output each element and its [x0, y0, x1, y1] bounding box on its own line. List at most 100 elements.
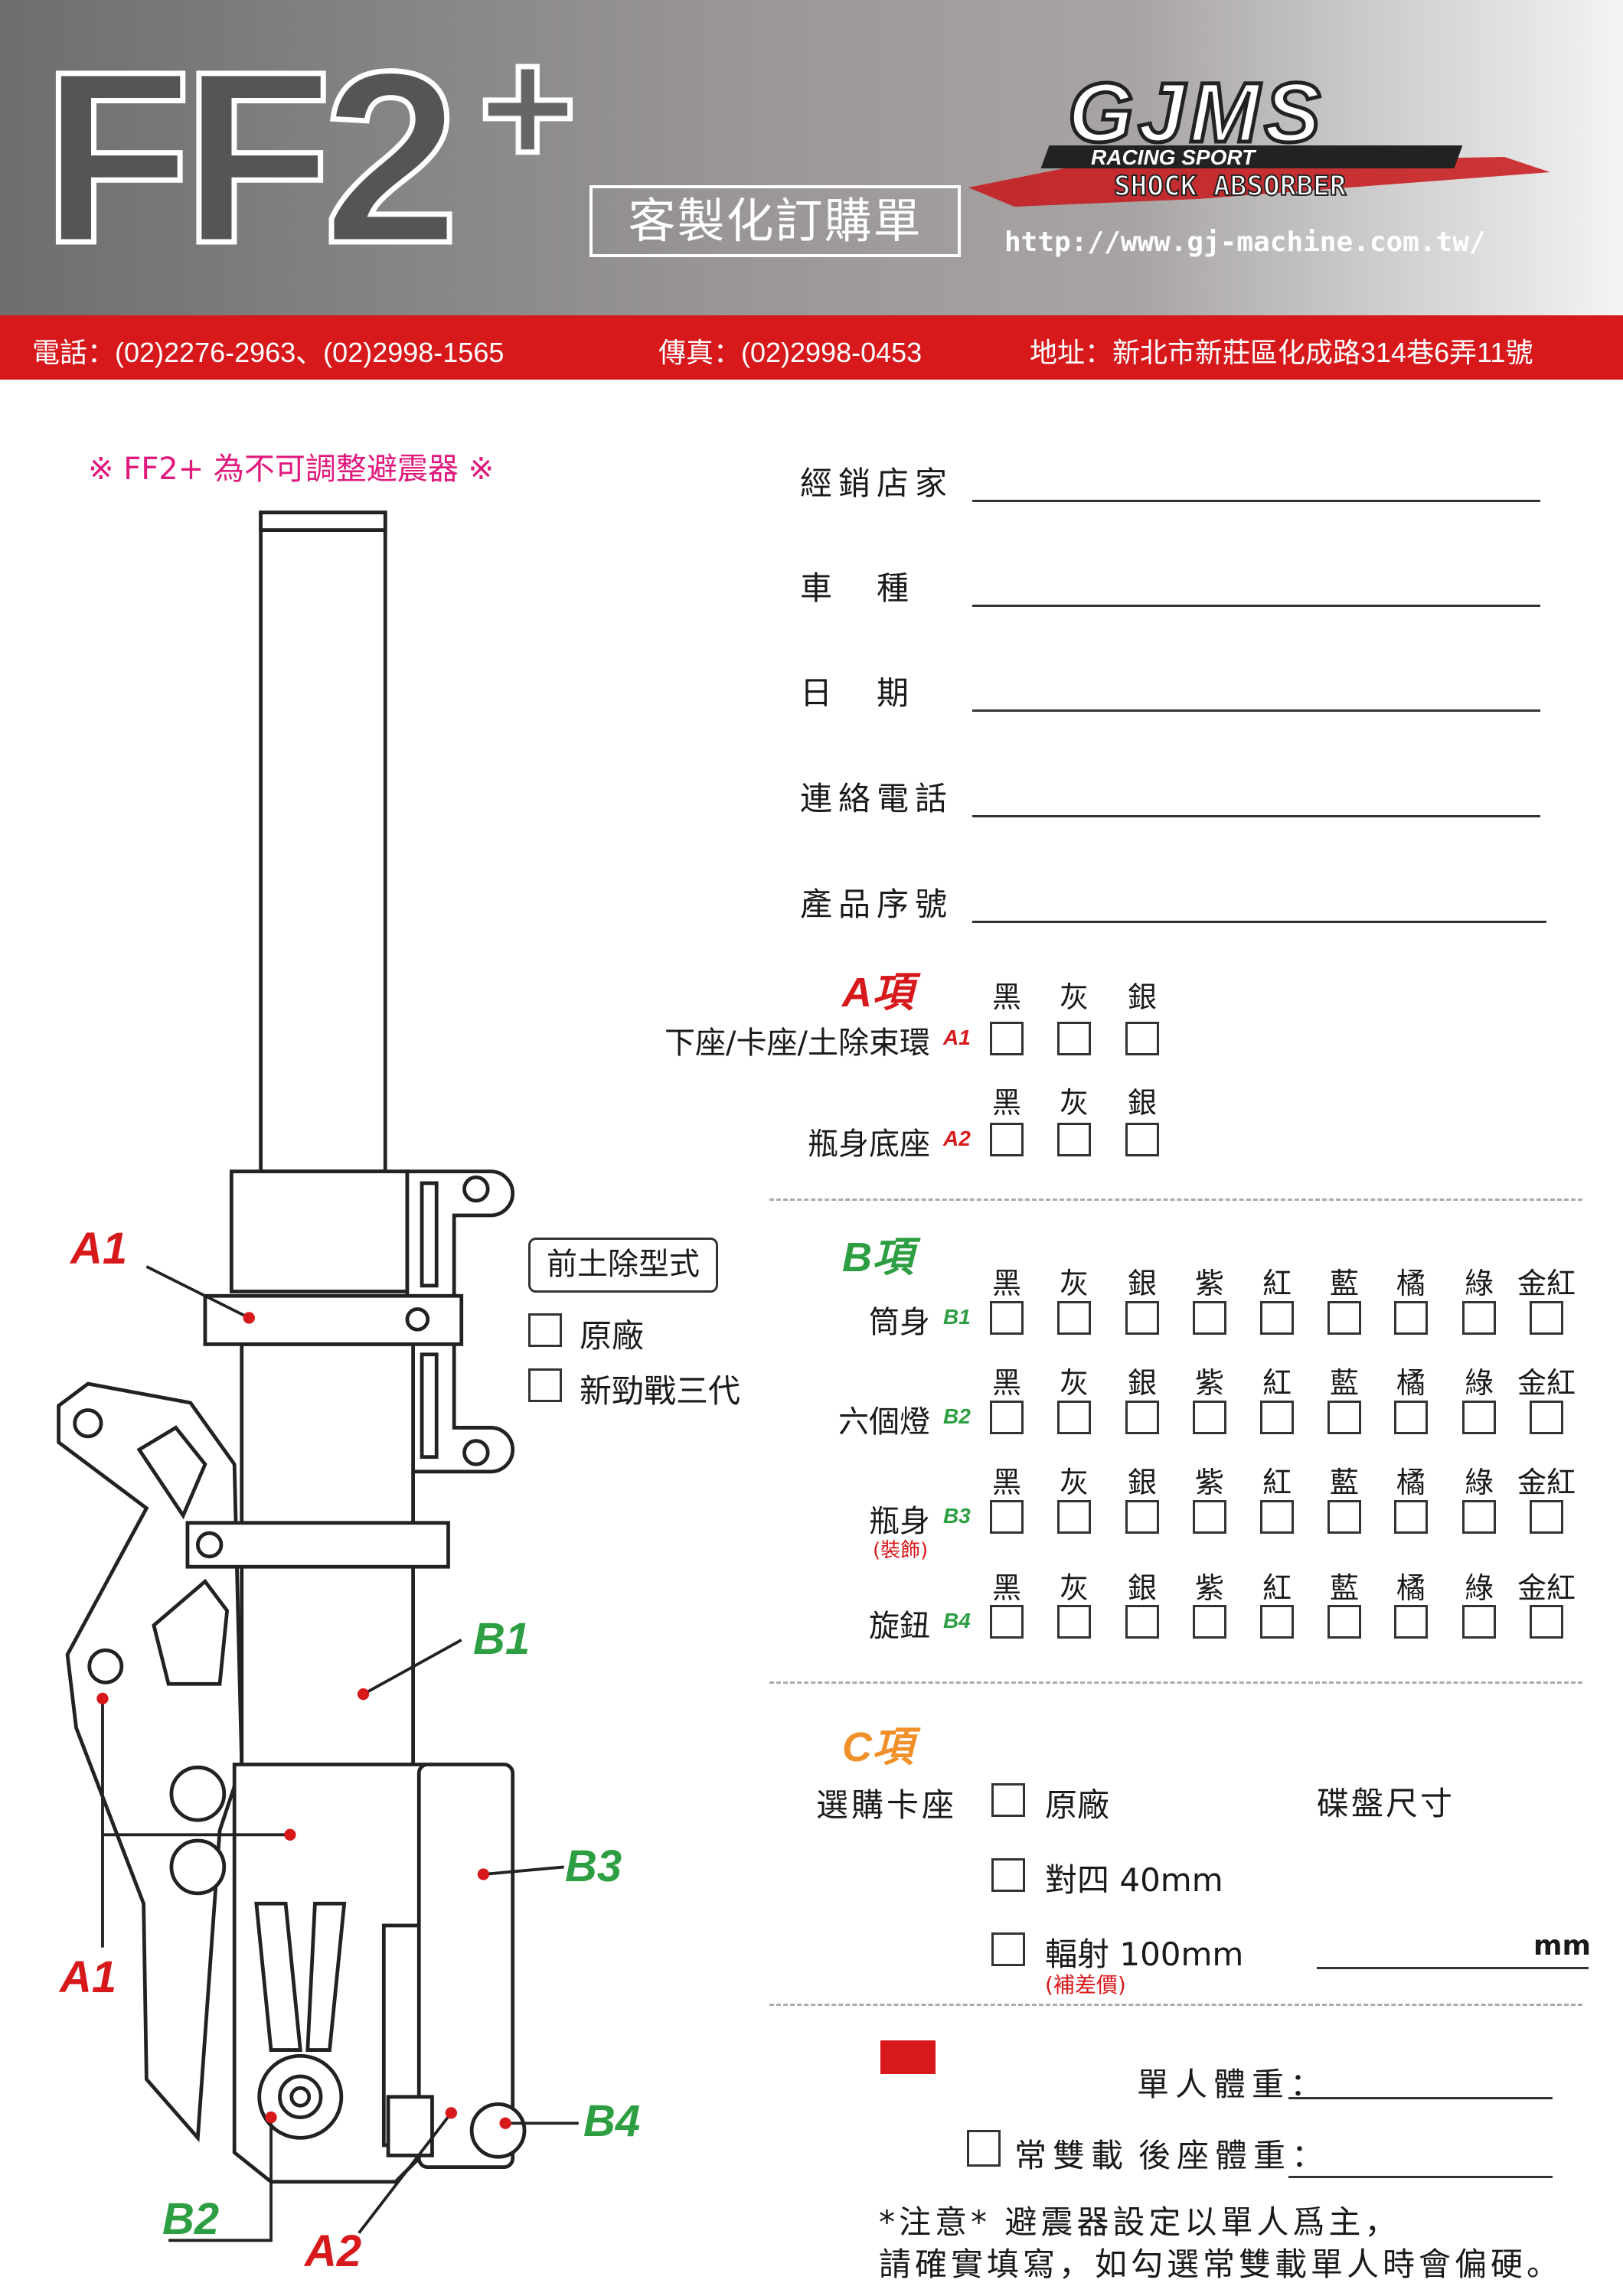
color-checkbox[interactable]: [1394, 1301, 1428, 1335]
color-checkbox[interactable]: [1462, 1500, 1496, 1534]
color-option-label: 金紅: [1517, 1466, 1576, 1499]
color-option-label: 黑: [991, 1267, 1021, 1300]
color-checkbox[interactable]: [1057, 1022, 1091, 1055]
fax-text: 傳真：(02)2998-0453: [658, 337, 923, 368]
color-option-label: 灰: [1059, 1086, 1089, 1120]
color-checkbox[interactable]: [1394, 1605, 1428, 1639]
form-field-label: 車 種: [800, 569, 916, 607]
color-option-label: 紅: [1262, 1571, 1292, 1605]
fender-option-original-checkbox[interactable]: [528, 1313, 562, 1347]
row-label: 筒身: [869, 1305, 930, 1340]
form-field-input[interactable]: [972, 815, 1540, 817]
color-option-label: 銀: [1127, 980, 1157, 1014]
color-option-label: 金紅: [1517, 1571, 1576, 1605]
color-option-label: 綠: [1464, 1267, 1494, 1300]
color-checkbox[interactable]: [1530, 1605, 1563, 1639]
color-option-label: 紅: [1262, 1466, 1292, 1499]
fender-option-gen3-checkbox[interactable]: [528, 1368, 562, 1402]
color-checkbox[interactable]: [1327, 1500, 1361, 1534]
color-checkbox[interactable]: [1057, 1500, 1091, 1534]
color-checkbox[interactable]: [990, 1123, 1024, 1156]
form-subtitle: 客製化訂購單: [589, 185, 961, 257]
color-checkbox[interactable]: [1394, 1500, 1428, 1534]
color-checkbox[interactable]: [1125, 1605, 1159, 1639]
section-a-title: A項: [842, 970, 913, 1016]
color-checkbox[interactable]: [990, 1022, 1024, 1055]
color-option-label: 銀: [1127, 1466, 1157, 1499]
color-option-label: 綠: [1464, 1571, 1494, 1605]
color-checkbox[interactable]: [990, 1301, 1024, 1335]
form-field-label: 產品序號: [800, 885, 954, 923]
color-checkbox[interactable]: [1057, 1605, 1091, 1639]
row-code: B3: [943, 1504, 971, 1528]
footnote-line-1: *注意* 避震器設定以單人爲主，: [879, 2203, 1401, 2241]
rear-weight-input[interactable]: [1288, 2176, 1553, 2178]
form-field-label: 連絡電話: [800, 780, 954, 817]
row-label: 瓶身底座: [808, 1127, 930, 1162]
color-option-label: 銀: [1127, 1086, 1157, 1120]
diagram-label-b3: B3: [565, 1841, 622, 1891]
color-checkbox[interactable]: [1327, 1605, 1361, 1639]
color-checkbox[interactable]: [1057, 1301, 1091, 1335]
color-option-label: 黑: [991, 1366, 1021, 1400]
color-checkbox[interactable]: [1260, 1500, 1294, 1534]
color-option-label: 藍: [1329, 1466, 1359, 1499]
color-checkbox[interactable]: [1057, 1401, 1091, 1434]
address-text: 地址：新北市新莊區化成路314巷6弄11號: [1030, 337, 1533, 368]
row-label: 瓶身: [869, 1504, 930, 1539]
form-field-input[interactable]: [972, 921, 1546, 923]
form-field-label: 日 期: [800, 674, 916, 712]
color-checkbox[interactable]: [1462, 1301, 1496, 1335]
caliper-original-checkbox[interactable]: [991, 1783, 1025, 1817]
color-checkbox[interactable]: [990, 1401, 1024, 1434]
color-option-label: 橘: [1396, 1366, 1425, 1400]
row-code: B4: [943, 1609, 971, 1632]
color-checkbox[interactable]: [1462, 1605, 1496, 1639]
color-checkbox[interactable]: [1125, 1401, 1159, 1434]
surcharge-note: (補差價): [1045, 1972, 1126, 1998]
caliper-original-label: 原廠: [1045, 1786, 1110, 1824]
caliper-radial-checkbox[interactable]: [991, 1932, 1025, 1966]
color-option-label: 灰: [1059, 1466, 1089, 1499]
color-checkbox[interactable]: [1260, 1605, 1294, 1639]
color-option-label: 灰: [1059, 1366, 1089, 1400]
color-checkbox[interactable]: [1193, 1605, 1226, 1639]
caliper-4pot-checkbox[interactable]: [991, 1858, 1025, 1892]
form-field-input[interactable]: [972, 500, 1540, 502]
double-ride-checkbox[interactable]: [967, 2130, 1001, 2167]
color-checkbox[interactable]: [1057, 1123, 1091, 1156]
color-checkbox[interactable]: [1530, 1301, 1563, 1335]
color-checkbox[interactable]: [1125, 1123, 1159, 1156]
color-checkbox[interactable]: [1530, 1401, 1563, 1434]
single-weight-label: 單人體重：: [1137, 2066, 1329, 2103]
website-url[interactable]: http://www.gj-machine.com.tw/: [1004, 227, 1486, 258]
row-note: (裝飾): [873, 1539, 929, 1562]
color-checkbox[interactable]: [1125, 1500, 1159, 1534]
non-adjustable-notice: ※ FF2+ 為不可調整避震器 ※: [88, 452, 495, 487]
disc-size-input[interactable]: [1317, 1967, 1589, 1969]
single-weight-input[interactable]: [1288, 2097, 1553, 2099]
color-checkbox[interactable]: [1125, 1301, 1159, 1335]
color-checkbox[interactable]: [1327, 1301, 1361, 1335]
color-checkbox[interactable]: [1327, 1401, 1361, 1434]
lower-clamp: [185, 1521, 450, 1569]
color-checkbox[interactable]: [1530, 1500, 1563, 1534]
color-option-label: 黑: [991, 1571, 1021, 1605]
color-checkbox[interactable]: [1125, 1022, 1159, 1055]
color-checkbox[interactable]: [990, 1500, 1024, 1534]
section-b-title: B項: [842, 1234, 913, 1280]
color-checkbox[interactable]: [1394, 1401, 1428, 1434]
color-checkbox[interactable]: [1193, 1301, 1226, 1335]
color-option-label: 銀: [1127, 1267, 1157, 1300]
color-checkbox[interactable]: [1193, 1401, 1226, 1434]
diagram-label-b4: B4: [583, 2096, 641, 2146]
color-checkbox[interactable]: [1260, 1301, 1294, 1335]
diagram-label-a1-top: A1: [70, 1224, 128, 1274]
color-checkbox[interactable]: [1462, 1401, 1496, 1434]
color-checkbox[interactable]: [1193, 1500, 1226, 1534]
color-checkbox[interactable]: [990, 1605, 1024, 1639]
row-code: A1: [943, 1026, 971, 1049]
form-field-input[interactable]: [972, 605, 1540, 607]
color-checkbox[interactable]: [1260, 1401, 1294, 1434]
form-field-input[interactable]: [972, 709, 1540, 712]
